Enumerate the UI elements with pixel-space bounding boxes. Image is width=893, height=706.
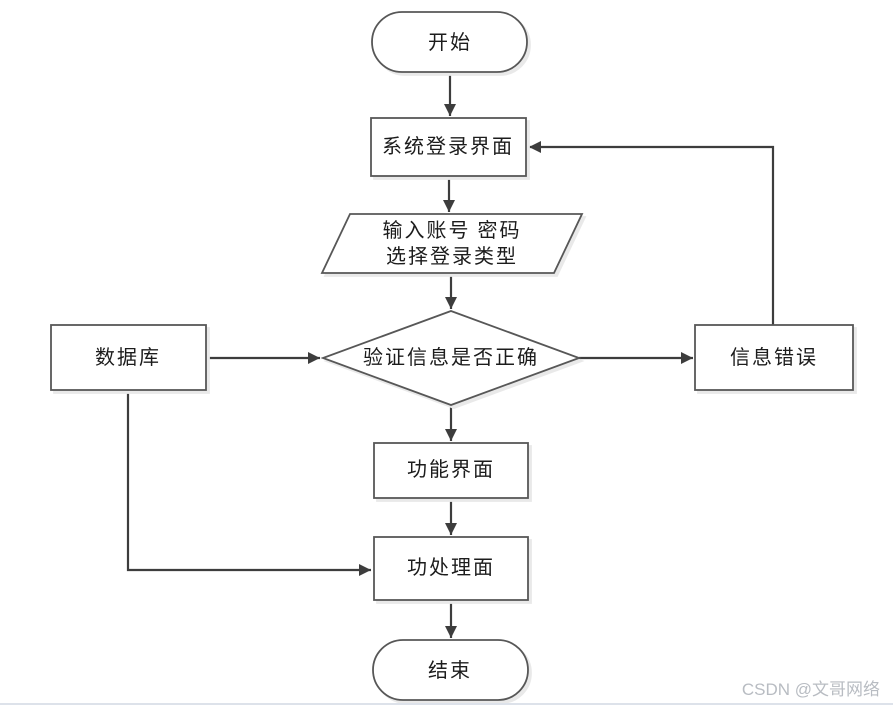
start-terminator-shape (371, 11, 528, 73)
start-label: 开始 (428, 31, 472, 54)
input-label-line2: 选择登录类型 (386, 245, 518, 268)
input-parallelogram-shape (320, 213, 584, 274)
login-label: 系统登录界面 (382, 135, 514, 158)
error-label: 信息错误 (730, 346, 818, 369)
function-process-shape (373, 442, 529, 499)
node-error: 信息错误 (694, 324, 854, 391)
node-verify: 验证信息是否正确 (320, 310, 582, 406)
input-label-line1: 输入账号 密码 (383, 219, 522, 242)
node-end: 结束 (372, 639, 529, 701)
edge-database-to-process (126, 390, 371, 576)
node-process: 功处理面 (373, 536, 529, 601)
process-label: 功处理面 (407, 556, 495, 579)
login-process-shape (370, 117, 527, 177)
node-function: 功能界面 (373, 442, 529, 499)
edge-error-to-login (529, 141, 775, 325)
node-login: 系统登录界面 (370, 117, 527, 177)
function-label: 功能界面 (407, 458, 495, 481)
verify-diamond-shape (320, 310, 582, 406)
database-label: 数据库 (95, 346, 161, 369)
verify-label: 验证信息是否正确 (363, 346, 539, 369)
node-start: 开始 (371, 11, 528, 73)
database-process-shape (50, 324, 207, 391)
watermark-text: CSDN @文哥网络 (742, 680, 880, 699)
error-process-shape (694, 324, 854, 391)
node-database: 数据库 (50, 324, 207, 391)
end-label: 结束 (428, 659, 472, 682)
end-terminator-shape (372, 639, 529, 701)
process-process-shape (373, 536, 529, 601)
node-input: 输入账号 密码 选择登录类型 (320, 213, 584, 274)
